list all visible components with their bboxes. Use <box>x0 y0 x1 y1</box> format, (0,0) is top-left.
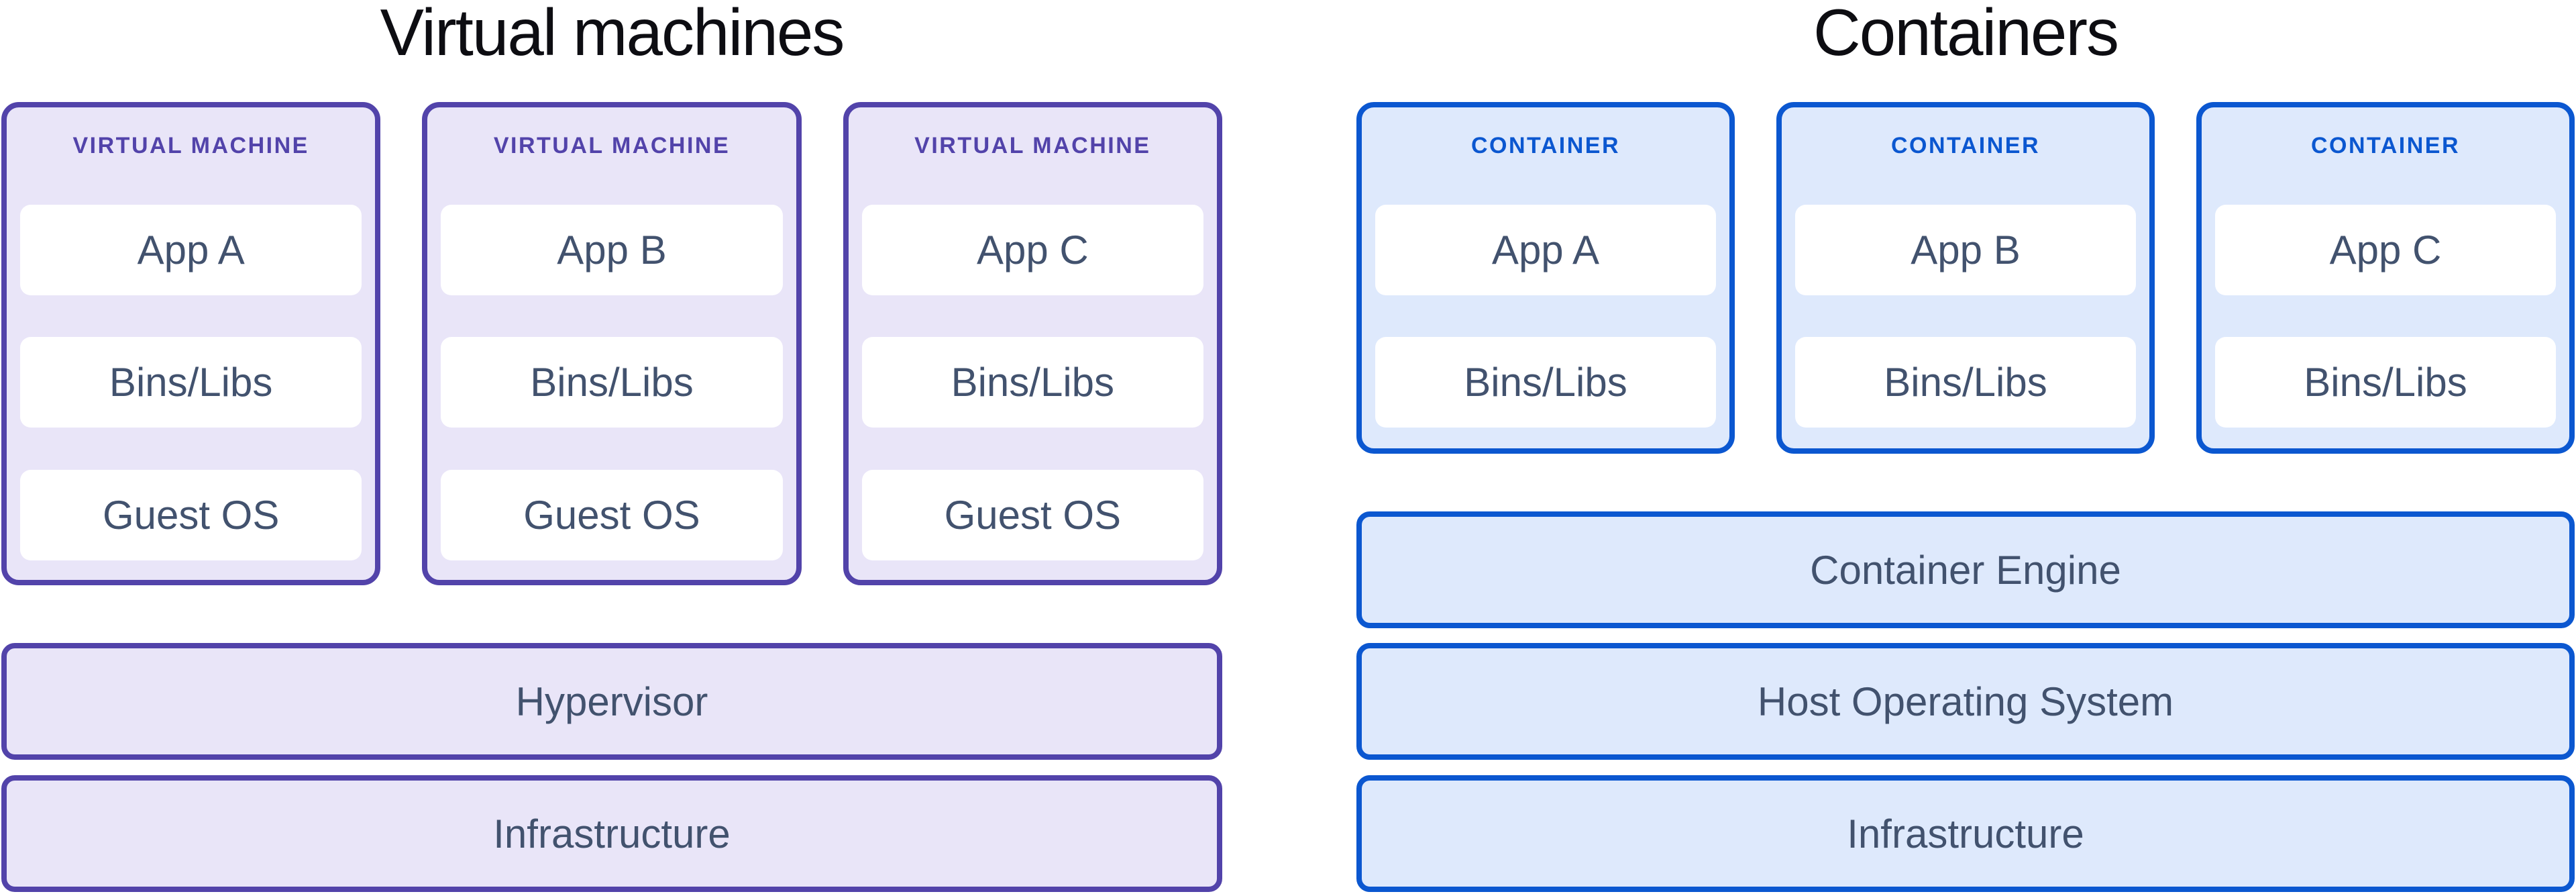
container-card-1: CONTAINER App A Bins/Libs <box>1356 102 1735 454</box>
layer-app-b: App B <box>441 205 783 295</box>
vm-card-label: VIRTUAL MACHINE <box>72 133 309 158</box>
host-operating-system-bar: Host Operating System <box>1356 643 2575 760</box>
layer-guest-os: Guest OS <box>20 470 362 560</box>
layer-bins-libs: Bins/Libs <box>20 337 362 428</box>
layer-app-b: App B <box>1795 205 2136 295</box>
vm-cards-row: VIRTUAL MACHINE App A Bins/Libs Guest OS… <box>1 102 1222 585</box>
container-card-label: CONTAINER <box>1890 133 2041 158</box>
virtual-machines-title: Virtual machines <box>380 0 845 69</box>
layer-app-c: App C <box>861 205 1203 295</box>
vm-card-3: VIRTUAL MACHINE App C Bins/Libs Guest OS <box>843 102 1222 585</box>
containers-section: Containers CONTAINER App A Bins/Libs CON… <box>1356 0 2575 894</box>
layer-app-c: App C <box>2215 205 2556 295</box>
infrastructure-bar-containers: Infrastructure <box>1356 775 2575 892</box>
container-card-label: CONTAINER <box>1470 133 1621 158</box>
virtual-machines-section: Virtual machines VIRTUAL MACHINE App A B… <box>1 0 1222 894</box>
layer-guest-os: Guest OS <box>861 470 1203 560</box>
layer-bins-libs: Bins/Libs <box>1375 337 1716 428</box>
vm-card-2: VIRTUAL MACHINE App B Bins/Libs Guest OS <box>422 102 802 585</box>
layer-bins-libs: Bins/Libs <box>441 337 783 428</box>
layer-app-a: App A <box>1375 205 1716 295</box>
containers-title: Containers <box>1813 0 2119 69</box>
layer-bins-libs: Bins/Libs <box>1795 337 2136 428</box>
container-engine-bar: Container Engine <box>1356 511 2575 628</box>
layer-app-a: App A <box>20 205 362 295</box>
vm-card-label: VIRTUAL MACHINE <box>914 133 1151 158</box>
container-cards-row: CONTAINER App A Bins/Libs CONTAINER App … <box>1356 102 2575 454</box>
layer-bins-libs: Bins/Libs <box>2215 337 2556 428</box>
layer-guest-os: Guest OS <box>441 470 783 560</box>
vm-card-label: VIRTUAL MACHINE <box>493 133 731 158</box>
hypervisor-bar: Hypervisor <box>1 643 1222 760</box>
vm-card-1: VIRTUAL MACHINE App A Bins/Libs Guest OS <box>1 102 381 585</box>
container-card-3: CONTAINER App C Bins/Libs <box>2196 102 2575 454</box>
infrastructure-bar-vm: Infrastructure <box>1 775 1222 892</box>
container-card-label: CONTAINER <box>2310 133 2461 158</box>
container-card-2: CONTAINER App B Bins/Libs <box>1776 102 2155 454</box>
layer-bins-libs: Bins/Libs <box>861 337 1203 428</box>
